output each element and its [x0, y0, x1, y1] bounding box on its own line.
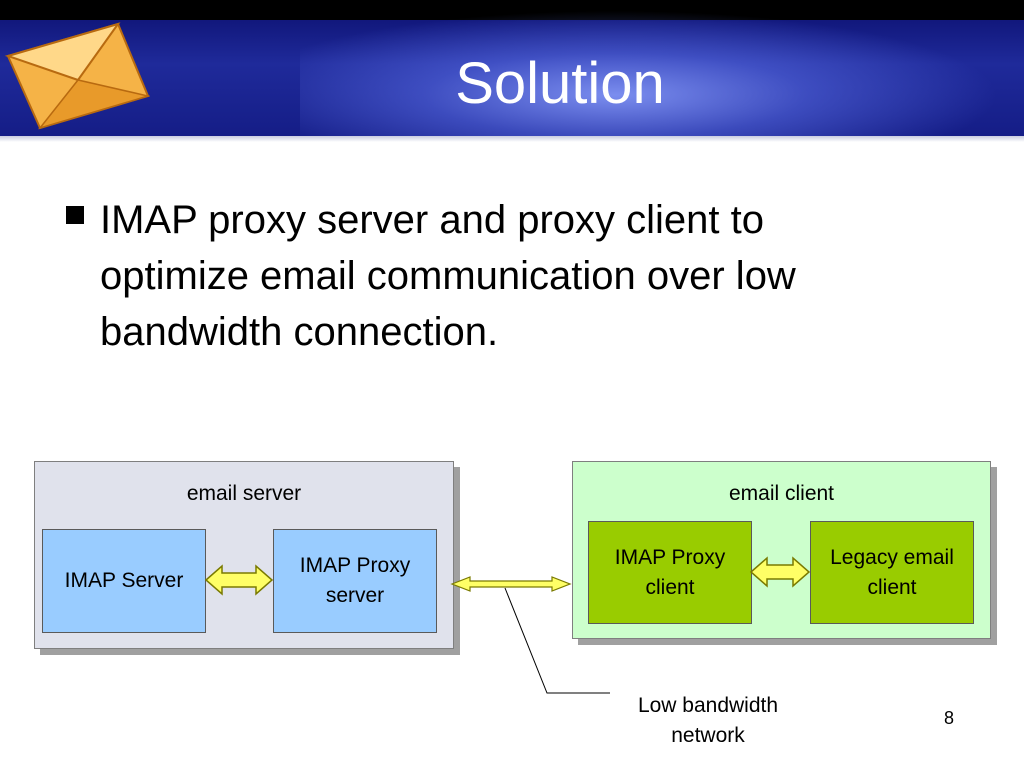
legacy-email-client-label-line2: client — [867, 575, 917, 599]
legacy-email-client-label-line1: Legacy email — [830, 545, 954, 569]
low-bandwidth-network-label: Low bandwidth network — [610, 691, 806, 751]
imap-proxy-client-label-line2: client — [645, 575, 695, 599]
imap-proxy-client-label-line1: IMAP Proxy — [614, 545, 726, 569]
legacy-email-client-box: Legacy email client — [810, 521, 974, 624]
envelope-icon — [4, 22, 150, 130]
header-divider — [0, 136, 1024, 142]
bullet-line-2: optimize email communication over low — [100, 254, 796, 298]
email-client-label: email client — [728, 482, 835, 505]
bullet-line-1: IMAP proxy server and proxy client to — [100, 198, 764, 242]
slide-title: Solution — [455, 51, 665, 116]
header-glow — [300, 10, 1000, 142]
network-label-line2: network — [671, 724, 745, 747]
bullet-point: IMAP proxy server and proxy client to op… — [66, 192, 966, 360]
imap-proxy-server-label-line2: server — [325, 584, 385, 607]
square-bullet-icon — [66, 206, 84, 224]
bullet-text: IMAP proxy server and proxy client to op… — [100, 192, 966, 360]
network-label-line1: Low bandwidth — [637, 694, 779, 717]
imap-proxy-server-box: IMAP Proxy server — [273, 529, 437, 633]
imap-proxy-server-label-line1: IMAP Proxy — [299, 554, 411, 577]
slide-header: Solution — [0, 0, 1024, 142]
imap-proxy-client-box: IMAP Proxy client — [588, 521, 752, 624]
email-server-label: email server — [186, 482, 302, 505]
imap-server-label: IMAP Server — [64, 569, 184, 592]
page-number: 8 — [944, 708, 955, 728]
network-arrow — [450, 576, 572, 592]
bullet-line-3: bandwidth connection. — [100, 310, 499, 354]
imap-server-box: IMAP Server — [42, 529, 206, 633]
